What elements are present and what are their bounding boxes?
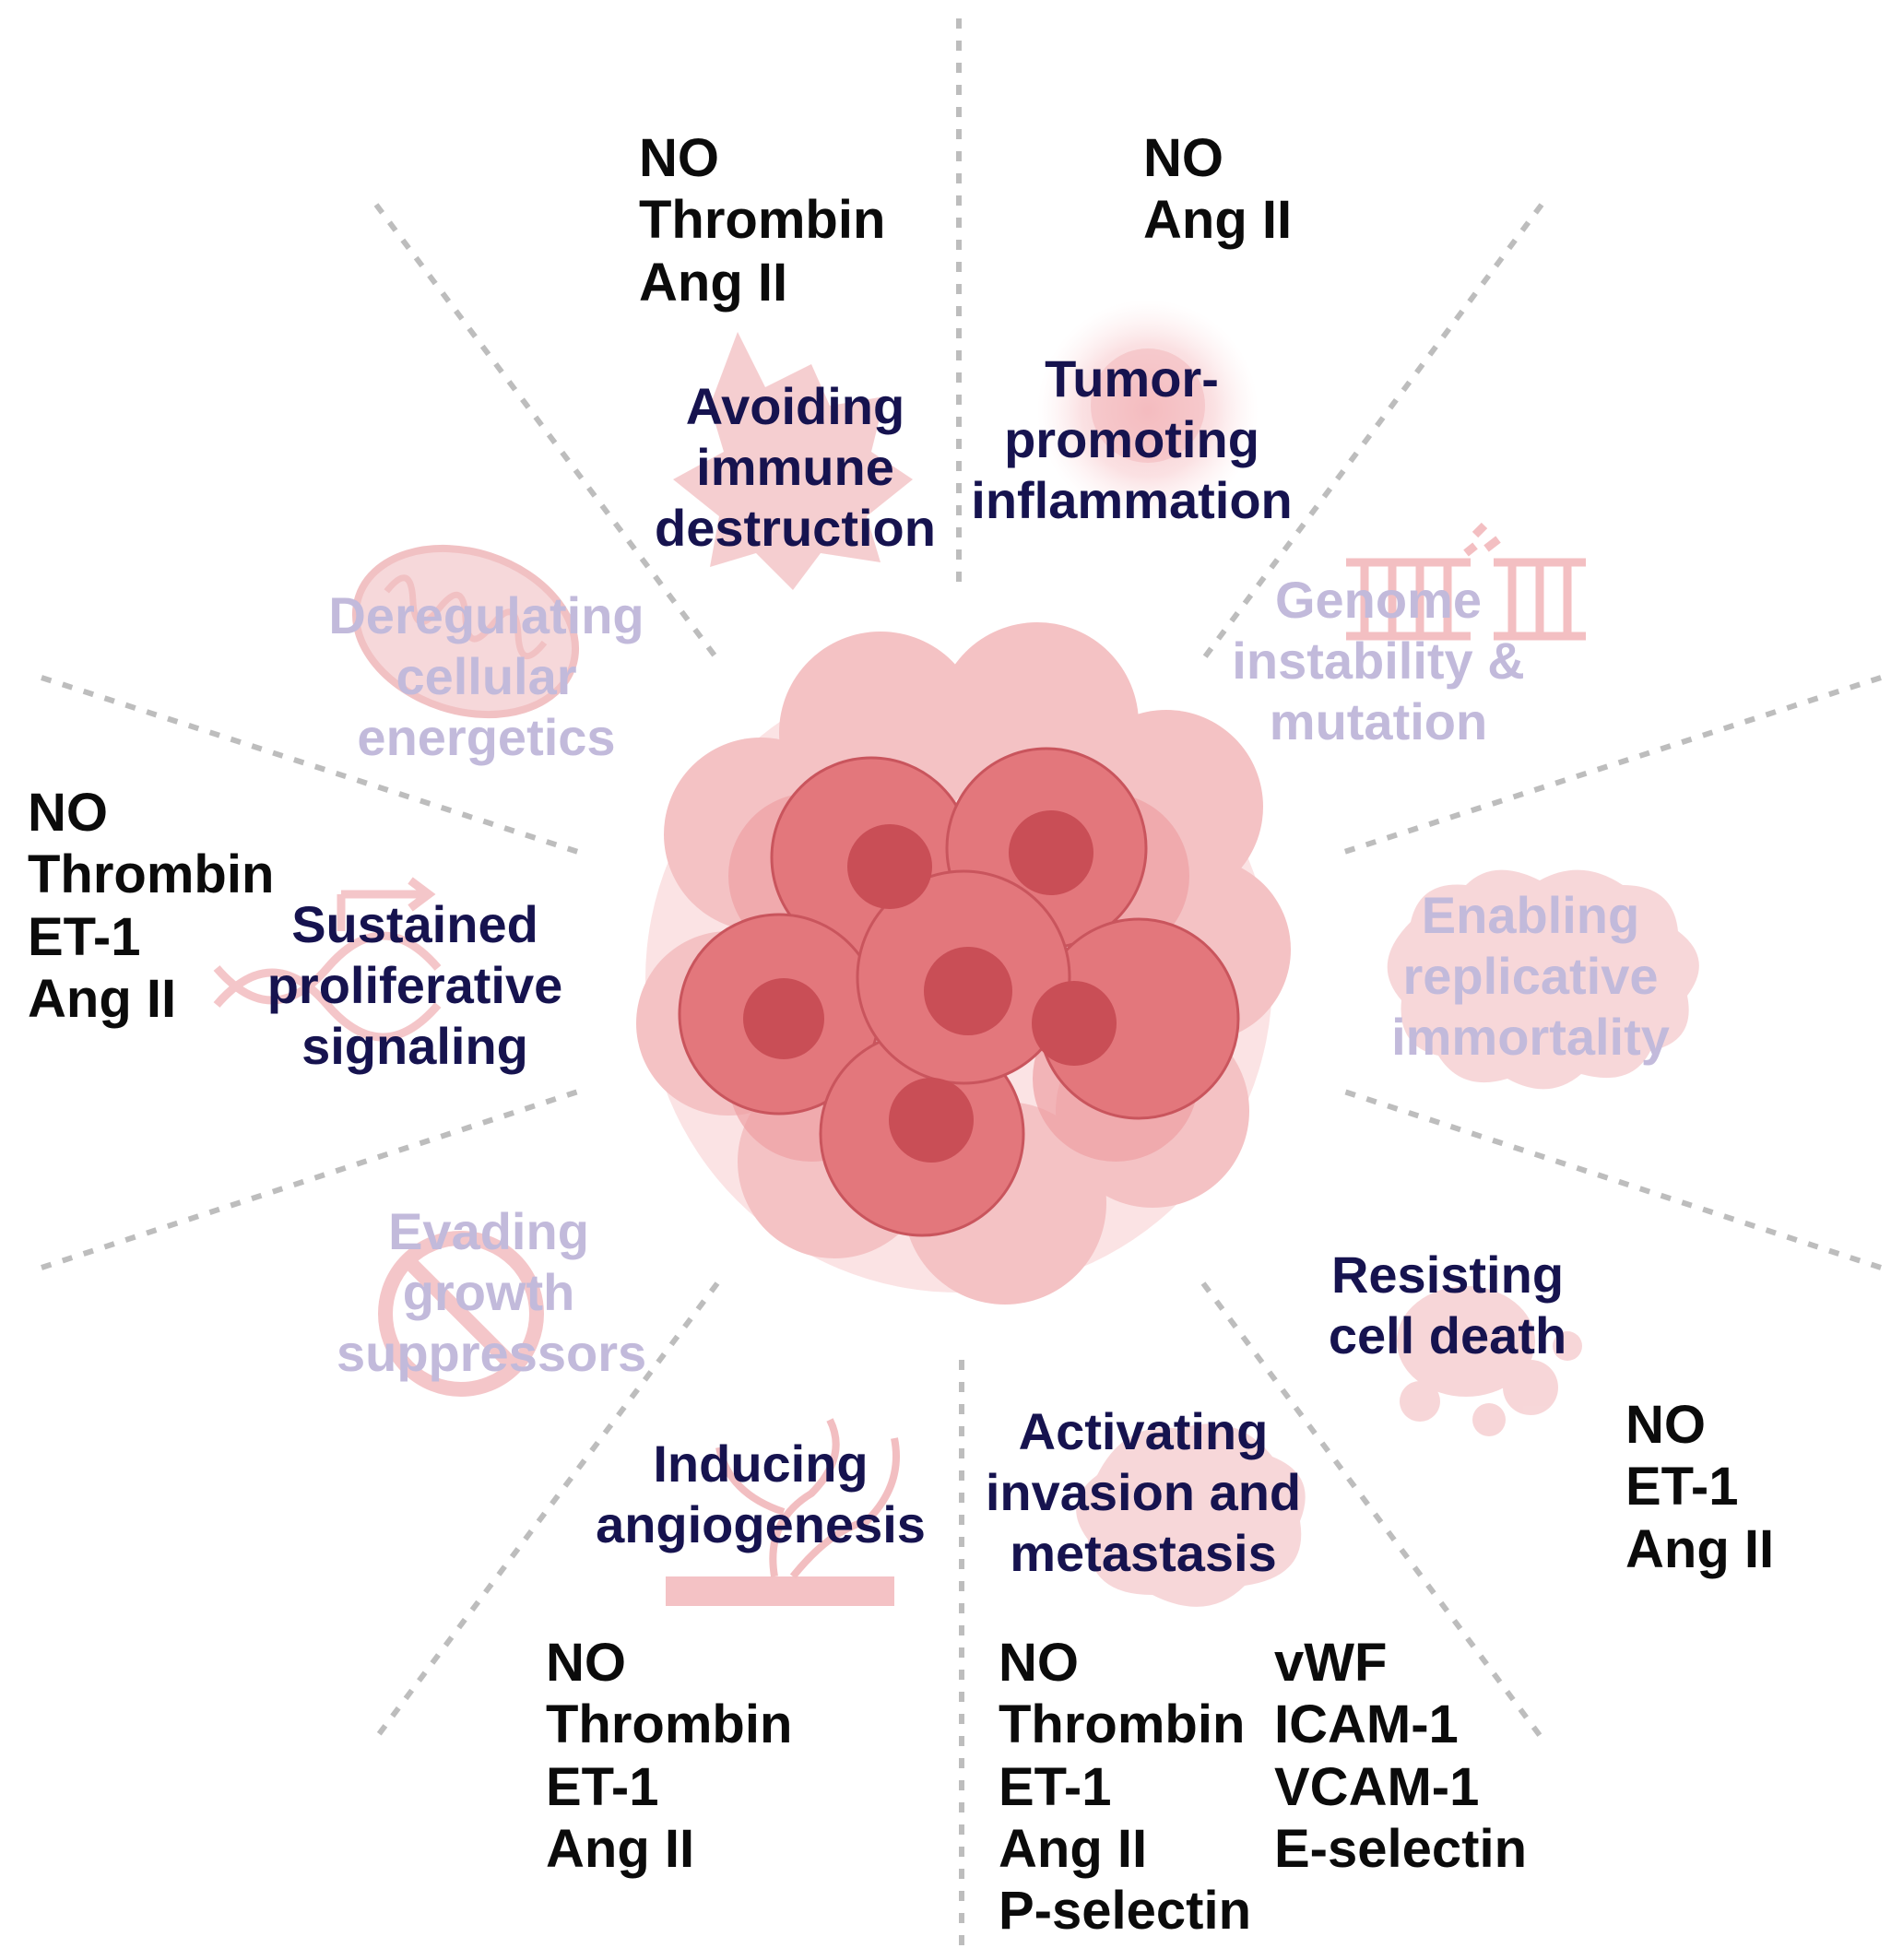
mitochondrion-icon [351,544,580,719]
blood-vessel-icon [666,1418,900,1606]
divider-right-upper [1341,675,1882,856]
prohibited-icon [378,1231,544,1397]
immune-cell-icon [673,332,913,590]
mediators-activating-invasion-column-2: vWF ICAM-1 VCAM-1 E-selectin [1274,1633,1527,1879]
divider-lower-left [373,1281,720,1740]
divider-left-lower [41,1088,582,1270]
mediators-tumor-promoting-inflammation: NO Ang II [1143,128,1293,251]
divider-left-upper [41,675,582,856]
mediators-resisting-cell-death: NO ET-1 Ang II [1625,1395,1775,1579]
chromosome-cloud-icon [1387,869,1699,1090]
migrating-cell-icon [1076,1423,1306,1607]
dna-ladder-icon [1346,522,1586,641]
mediators-inducing-angiogenesis: NO Thrombin ET-1 Ang II [546,1633,793,1879]
divider-lower-right [1200,1281,1544,1740]
mediators-avoiding-immune-destruction: NO Thrombin Ang II [639,128,886,313]
dna-arrow-icon [213,877,442,1042]
mediators-sustained-proliferative-signaling: NO Thrombin ET-1 Ang II [28,783,275,1029]
tumor-cell-cluster [636,622,1291,1305]
divider-right-lower [1341,1088,1882,1270]
divider-upper-left [373,203,720,661]
divider-lines [41,18,1882,1945]
apoptotic-cell-icon [1397,1286,1582,1436]
divider-upper-right [1200,203,1544,661]
mediators-activating-invasion-column-1: NO Thrombin ET-1 Ang II P-selectin [999,1633,1251,1942]
